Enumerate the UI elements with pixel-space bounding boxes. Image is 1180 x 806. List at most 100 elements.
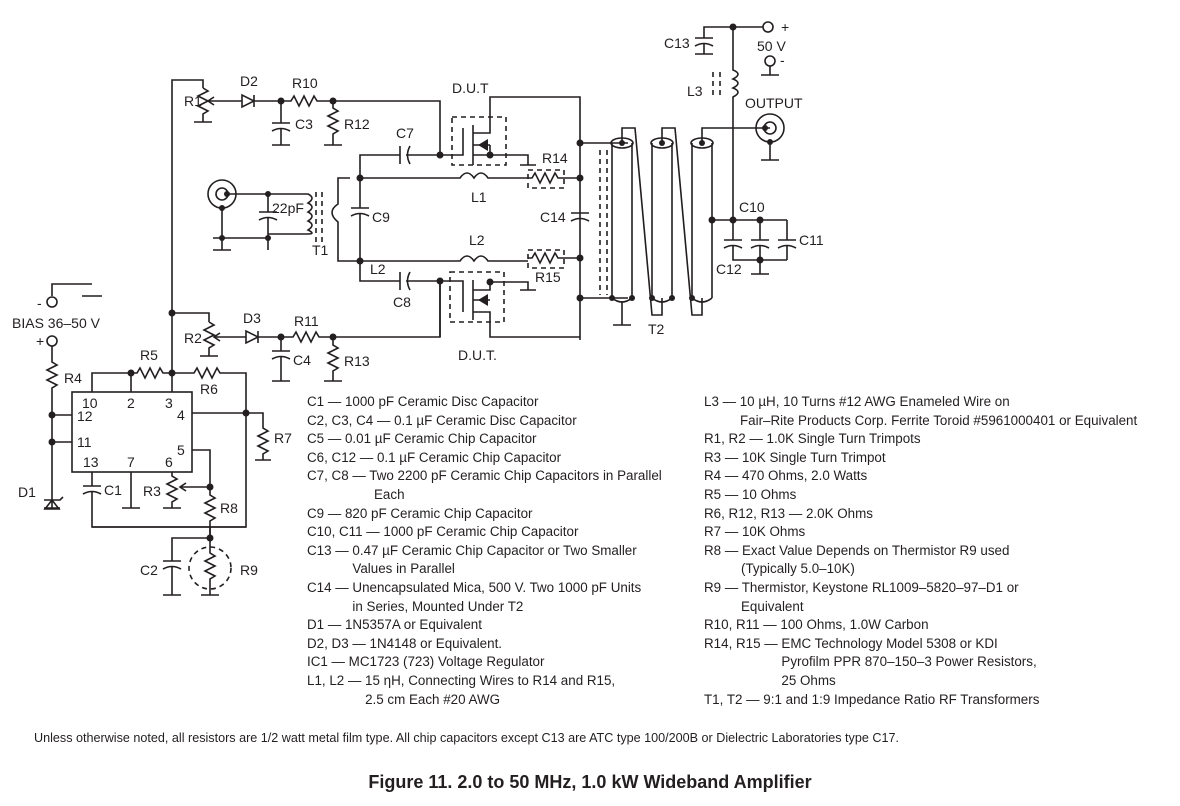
dut-bottom-mosfet <box>439 271 580 338</box>
r1-trimpot <box>194 87 230 123</box>
r13-resistor <box>324 337 342 382</box>
c4-label: C4 <box>293 352 311 368</box>
parts-list-item: R8 — Exact Value Depends on Thermistor R… <box>704 542 1010 558</box>
parts-list-item: C13 — 0.47 µF Ceramic Chip Capacitor or … <box>307 542 637 558</box>
c13-label: C13 <box>664 35 690 51</box>
figure-note: Unless otherwise noted, all resistors ar… <box>34 731 899 745</box>
parts-list-item-continuation: R14, R15 — 25 Ohms <box>781 672 836 688</box>
r2-trimpot <box>200 321 232 357</box>
c13-capacitor <box>694 26 733 55</box>
r4-resistor <box>45 346 59 435</box>
c1-label: C1 <box>104 482 122 498</box>
r9-thermistor <box>201 538 219 596</box>
r15-label: R15 <box>535 269 561 285</box>
pin-4: 4 <box>177 407 185 423</box>
r3-label: R3 <box>143 483 161 499</box>
supply-minus-label: - <box>780 52 785 68</box>
parts-list-item: L1, L2 — 15 ηH, Connecting Wires to R14 … <box>307 672 616 688</box>
l3-label: L3 <box>687 83 703 99</box>
r6-label: R6 <box>200 381 218 397</box>
c2-label: C2 <box>140 562 158 578</box>
bias-minus-label: - <box>37 295 42 311</box>
pin-5: 5 <box>177 442 185 458</box>
c11-label: C11 <box>799 232 824 248</box>
parts-list-item: C9 — 820 pF Ceramic Chip Capacitor <box>307 505 533 521</box>
r4-label: R4 <box>64 370 82 386</box>
c8-label: C8 <box>393 294 411 310</box>
parts-list-item: R10, R11 — 100 Ohms, 1.0W Carbon <box>704 617 929 633</box>
parts-list-item: D1 — 1N5357A or Equivalent <box>307 617 482 633</box>
c1-capacitor <box>82 472 247 528</box>
parts-list-item: C5 — 0.01 µF Ceramic Chip Capacitor <box>307 431 537 447</box>
input-cap-label: 22pF <box>272 200 304 216</box>
parts-list-item: IC1 — MC1723 (723) Voltage Regulator <box>307 654 545 670</box>
parts-list-item-continuation: Equivalent <box>741 598 804 614</box>
r2-label: R2 <box>184 330 202 346</box>
bias-label: BIAS 36–50 V <box>12 315 101 331</box>
d3-diode <box>232 329 280 345</box>
bias-plus-label: + <box>36 333 44 349</box>
parts-list-item-continuation: C14 — in Series, Mounted Under T2 <box>352 598 524 614</box>
c10-label: C10 <box>739 199 765 215</box>
dut-top-label: D.U.T <box>452 80 489 96</box>
r10-label: R10 <box>292 75 318 91</box>
pin-11: 11 <box>77 434 92 450</box>
supply-label: 50 V <box>757 38 786 54</box>
r12-label: R12 <box>344 116 370 132</box>
parts-list-item: R7 — 10K Ohms <box>704 524 806 540</box>
parts-list-right: L3 — 10 µH, 10 Turns #12 AWG Enameled Wi… <box>704 393 1137 709</box>
d1-zener-diode <box>43 490 64 510</box>
r14-label: R14 <box>542 150 568 166</box>
parts-list-item: R3 — 10K Single Turn Trimpot <box>704 449 886 465</box>
t2-label: T2 <box>648 321 665 337</box>
ic1-regulator <box>71 391 193 473</box>
parts-list-item: C6, C12 — 0.1 µF Ceramic Chip Capacitor <box>307 449 562 465</box>
figure-caption: Figure 11. 2.0 to 50 MHz, 1.0 kW Wideban… <box>368 772 812 792</box>
parts-list-item-continuation: (Typically 5.0–10K) <box>741 561 855 577</box>
parts-list-item-continuation: R14, R15 — Pyrofilm PPR 870–150–3 Power … <box>781 654 1037 670</box>
parts-list-item: C2, C3, C4 — 0.1 µF Ceramic Disc Capacit… <box>307 412 577 428</box>
parts-list-item: R5 — 10 Ohms <box>704 486 797 502</box>
dut-bottom-label: D.U.T. <box>458 347 497 363</box>
d1-label: D1 <box>18 484 36 500</box>
parts-list-item: R14, R15 — EMC Technology Model 5308 or … <box>704 635 998 651</box>
r1-label: R1 <box>184 93 202 109</box>
parts-list-item-continuation: Fair–Rite Products Corp. Ferrite Toroid … <box>740 412 1138 428</box>
output-connector-icon <box>755 113 785 161</box>
output-label: OUTPUT <box>745 95 803 111</box>
c9-label: C9 <box>372 209 390 225</box>
parts-list-item: C10, C11 — 1000 pF Ceramic Chip Capacito… <box>307 524 579 540</box>
d2-label: D2 <box>240 73 258 89</box>
c12-label: C12 <box>716 261 742 277</box>
d2-diode <box>230 93 280 109</box>
parts-list-item: C7, C8 — Two 2200 pF Ceramic Chip Capaci… <box>307 468 662 484</box>
l1-inductor <box>360 172 528 180</box>
parts-list-item: R4 — 470 Ohms, 2.0 Watts <box>704 468 868 484</box>
parts-list-item-continuation: C13 — Values in Parallel <box>352 561 455 577</box>
l2-inductor <box>360 255 528 263</box>
pin-13: 13 <box>83 454 99 470</box>
pin-10: 10 <box>82 395 98 411</box>
l2b-label: L2 <box>370 261 386 277</box>
r5-label: R5 <box>140 347 158 363</box>
l1-label: L1 <box>471 189 487 205</box>
pin-7: 7 <box>127 454 135 470</box>
r11-resistor <box>281 330 333 344</box>
t1-label: T1 <box>312 242 329 258</box>
pin-6: 6 <box>165 454 173 470</box>
pin-2: 2 <box>127 395 135 411</box>
parts-list-item: R1, R2 — 1.0K Single Turn Trimpots <box>704 431 921 447</box>
parts-list-item: R9 — Thermistor, Keystone RL1009–5820–97… <box>704 579 1019 595</box>
c14-capacitor <box>570 212 590 222</box>
r7-label: R7 <box>274 430 292 446</box>
r12-resistor <box>324 101 342 146</box>
r11-label: R11 <box>294 313 319 329</box>
l2-label: L2 <box>469 232 485 248</box>
r10-resistor <box>281 94 333 108</box>
parts-list-item-continuation: Each <box>374 486 405 502</box>
supply-plus-label: + <box>781 19 789 35</box>
t2-transformer <box>609 127 770 326</box>
r14-resistor <box>527 169 580 189</box>
pin-12: 12 <box>77 408 93 424</box>
